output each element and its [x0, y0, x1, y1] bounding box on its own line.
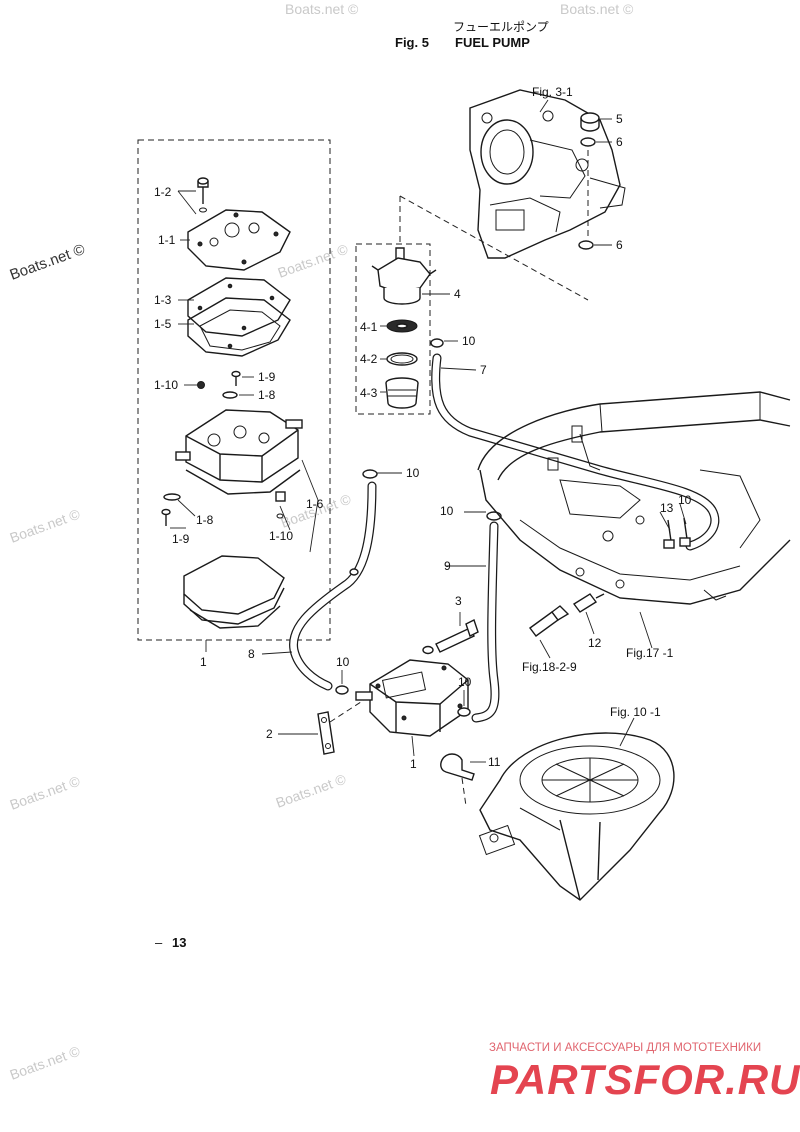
callout-8: 8	[248, 647, 255, 661]
pump-cover-1-1	[187, 209, 291, 271]
title-japanese: フューエルポンプ	[453, 20, 549, 34]
callout-1-9-upper: 1-9	[258, 370, 276, 384]
valve-1-8-lower	[163, 493, 181, 501]
callout-1-2: 1-2	[154, 185, 172, 199]
filter-housing-4	[371, 247, 437, 305]
watermark: Boats.net ©	[8, 241, 88, 284]
ref-fig-3-1: Fig. 3-1	[532, 85, 573, 99]
callout-6-upper: 6	[616, 135, 623, 149]
assembly-1-boundary	[137, 139, 331, 641]
washer-6-lower	[578, 240, 594, 250]
diaphragm-1-3	[187, 277, 291, 337]
hose-clamp-10-e	[335, 685, 349, 695]
callout-12: 12	[588, 636, 602, 650]
filter-boundary	[355, 243, 431, 415]
hose-clamp-10-d	[349, 568, 359, 576]
callout-5: 5	[616, 112, 623, 126]
hose-clamp-10-b	[362, 469, 378, 479]
watermark: Boats.net ©	[8, 505, 83, 545]
o-ring-4-2	[386, 352, 418, 366]
callout-1-10-upper: 1-10	[154, 378, 178, 392]
callout-13: 13	[660, 501, 674, 515]
engine-pan-illustration	[477, 391, 791, 605]
hose-clamp-11	[440, 753, 475, 781]
callout-10-e: 10	[336, 655, 350, 669]
fuel-pump-1	[355, 659, 469, 737]
callout-1-pump: 1	[410, 757, 417, 771]
bracket-2	[317, 711, 335, 755]
callout-11: 11	[488, 755, 501, 769]
callout-7: 7	[480, 363, 487, 377]
callout-4-2: 4-2	[360, 352, 378, 366]
callout-2: 2	[266, 727, 273, 741]
hose-clamp-10-a	[430, 338, 444, 348]
washer-6-upper	[580, 137, 596, 147]
callout-1-8-lower: 1-8	[196, 513, 214, 527]
filter-cup-4-3	[385, 377, 419, 409]
callout-9: 9	[444, 559, 451, 573]
screw-1-9-upper	[231, 370, 241, 386]
watermark: Boats.net ©	[276, 240, 351, 280]
ref-fig-18-2-9: Fig.18-2-9	[522, 660, 577, 674]
callout-1-1: 1-1	[158, 233, 176, 247]
ref-fig-10-1: Fig. 10 -1	[610, 705, 661, 719]
gasket-1-5	[187, 297, 291, 357]
watermark: Boats.net ©	[285, 1, 359, 17]
callout-1-9-lower: 1-9	[172, 532, 190, 546]
callout-10-c: 10	[440, 504, 454, 518]
callout-4-3: 4-3	[360, 386, 378, 400]
plug-1-10-upper	[197, 381, 205, 389]
callout-10-f: 10	[458, 675, 472, 689]
pump-diaphragm-lower	[183, 555, 285, 629]
filter-element-4-1	[386, 319, 418, 333]
watermark: Boats.net ©	[560, 1, 634, 17]
callout-1-8-upper: 1-8	[258, 388, 276, 402]
callout-10-a: 10	[462, 334, 476, 348]
connector-12	[529, 593, 605, 637]
hose-8	[289, 481, 377, 691]
brand-logo: PARTSFOR.RU	[490, 1056, 800, 1103]
engine-block-illustration	[469, 89, 626, 259]
callout-1-6: 1-6	[306, 497, 324, 511]
hose-clamp-10-f	[457, 707, 471, 717]
ref-fig-17-1: Fig.17 -1	[626, 646, 674, 660]
figure-title: FUEL PUMP	[455, 35, 530, 50]
callout-10-b: 10	[406, 466, 420, 480]
page-number-prefix: –	[155, 935, 163, 950]
hose-7	[431, 353, 720, 551]
callout-6-lower: 6	[616, 238, 623, 252]
lower-housing-illustration	[478, 732, 675, 901]
watermark: Boats.net ©	[8, 1042, 83, 1082]
nut-5	[580, 112, 600, 132]
brand-tagline: ЗАПЧАСТИ И АКСЕССУАРЫ ДЛЯ МОТОТЕХНИКИ	[489, 1042, 761, 1054]
watermark: Boats.net ©	[8, 772, 83, 812]
callout-1-10-lower: 1-10	[269, 529, 293, 543]
figure-number: Fig. 5	[395, 35, 429, 50]
plug-1-10-lower	[275, 491, 286, 519]
pump-body	[175, 409, 303, 495]
callout-4: 4	[454, 287, 461, 301]
callout-1-3: 1-3	[154, 293, 172, 307]
screw-1-2	[197, 177, 209, 213]
fitting-13	[663, 517, 691, 549]
valve-1-8-upper	[222, 391, 238, 399]
callout-3: 3	[455, 594, 462, 608]
watermark: Boats.net ©	[274, 770, 349, 810]
bolt-3	[422, 619, 479, 655]
page-number: 13	[172, 935, 186, 950]
hose-9	[471, 521, 500, 723]
callout-4-1: 4-1	[360, 320, 378, 334]
screw-1-9-lower	[161, 508, 171, 526]
watermarks: Boats.net © Boats.net © Boats.net © Boat…	[8, 1, 634, 1083]
callout-10-d: 10	[678, 493, 692, 507]
callout-1-assembly: 1	[200, 655, 207, 669]
callout-1-5: 1-5	[154, 317, 172, 331]
